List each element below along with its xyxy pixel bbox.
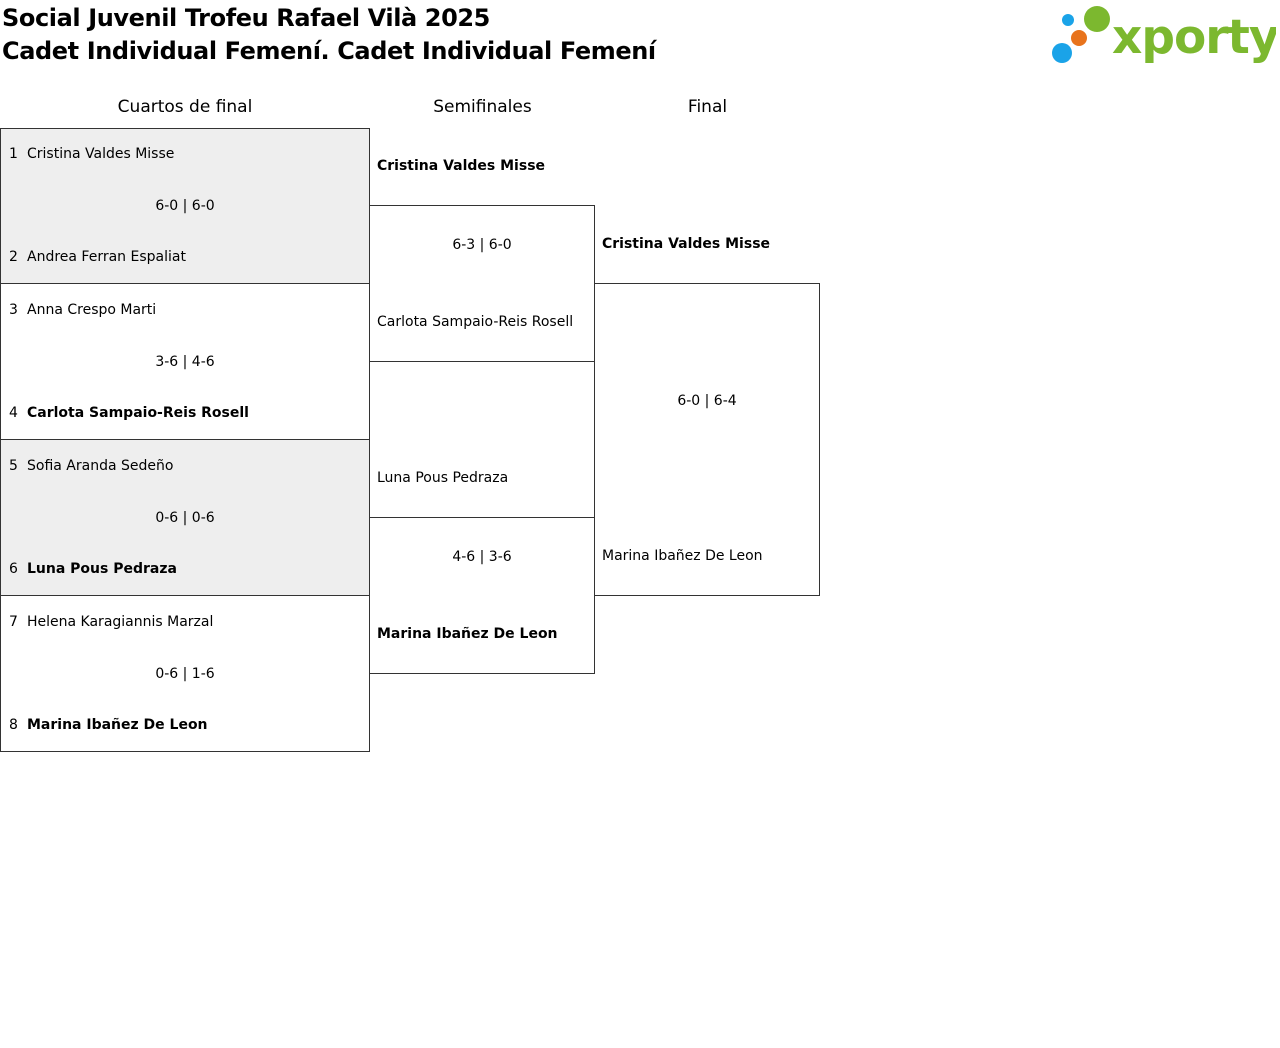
round-header-semifinals: Semifinales (433, 97, 532, 117)
qf2-score: 3-6 | 4-6 (155, 354, 215, 370)
logo-dot-green (1084, 6, 1110, 32)
seed-number: 4 (9, 405, 18, 421)
player-name: Luna Pous Pedraza (27, 561, 177, 577)
final-player2: Marina Ibañez De Leon (602, 548, 763, 564)
player-name: Anna Crespo Marti (27, 302, 157, 318)
logo-text: xporty (1112, 10, 1276, 65)
category-title: Cadet Individual Femení. Cadet Individua… (2, 37, 656, 65)
qf4-score: 0-6 | 1-6 (155, 666, 215, 682)
logo-dot-blue-small (1062, 14, 1074, 26)
seed-number: 2 (9, 249, 18, 265)
final-match[interactable]: 6-0 | 6-4 Marina Ibañez De Leon (594, 283, 820, 596)
qf4-player2: 8 Marina Ibañez De Leon (9, 715, 208, 735)
seed-number: 7 (9, 614, 18, 630)
semifinal-match-1[interactable]: 6-3 | 6-0 Carlota Sampaio-Reis Rosell (369, 205, 595, 362)
quarterfinal-match-3[interactable]: 5 Sofia Aranda Sedeño 0-6 | 0-6 6 Luna Pou… (0, 439, 370, 596)
player-name: Andrea Ferran Espaliat (27, 249, 186, 265)
qf2-player1: 3 Anna Crespo Marti (9, 300, 156, 320)
tournament-title: Social Juvenil Trofeu Rafael Vilà 2025 (2, 4, 490, 32)
qf1-player1: 1 Cristina Valdes Misse (9, 144, 174, 164)
seed-number: 1 (9, 146, 18, 162)
player-name: Marina Ibañez De Leon (27, 717, 208, 733)
seed-number: 6 (9, 561, 18, 577)
logo-dot-orange (1071, 30, 1087, 46)
sf2-player2: Marina Ibañez De Leon (377, 626, 558, 642)
final-score: 6-0 | 6-4 (677, 393, 737, 409)
xporty-logo[interactable]: xporty (1050, 4, 1276, 66)
sf2-player1: Luna Pous Pedraza (377, 470, 509, 486)
sf1-player2: Carlota Sampaio-Reis Rosell (377, 314, 574, 330)
quarterfinal-match-2[interactable]: 3 Anna Crespo Marti 3-6 | 4-6 4 Carlota Sa… (0, 283, 370, 440)
qf3-score: 0-6 | 0-6 (155, 510, 215, 526)
seed-number: 3 (9, 302, 18, 318)
player-name: Cristina Valdes Misse (27, 146, 175, 162)
qf3-player1: 5 Sofia Aranda Sedeño (9, 456, 173, 476)
qf3-player2: 6 Luna Pous Pedraza (9, 559, 177, 579)
sf2-score: 4-6 | 3-6 (452, 549, 512, 565)
quarterfinal-match-4[interactable]: 7 Helena Karagiannis Marzal 0-6 | 1-6 8 Ma… (0, 595, 370, 752)
player-name: Helena Karagiannis Marzal (27, 614, 214, 630)
qf1-player2: 2 Andrea Ferran Espaliat (9, 247, 186, 267)
sf1-score: 6-3 | 6-0 (452, 237, 512, 253)
seed-number: 8 (9, 717, 18, 733)
semifinal-match-2[interactable]: 4-6 | 3-6 Marina Ibañez De Leon (369, 517, 595, 674)
qf4-player1: 7 Helena Karagiannis Marzal (9, 612, 213, 632)
logo-dot-blue-large (1052, 43, 1072, 63)
sf1-player1: Cristina Valdes Misse (377, 158, 546, 174)
final-player1: Cristina Valdes Misse (602, 236, 771, 252)
quarterfinal-match-1[interactable]: 1 Cristina Valdes Misse 6-0 | 6-0 2 Andrea… (0, 128, 370, 284)
player-name: Carlota Sampaio-Reis Rosell (27, 405, 249, 421)
qf1-score: 6-0 | 6-0 (155, 198, 215, 214)
round-header-final: Final (687, 97, 728, 117)
qf2-player2: 4 Carlota Sampaio-Reis Rosell (9, 403, 249, 423)
round-header-quarterfinals: Cuartos de final (117, 97, 253, 117)
seed-number: 5 (9, 458, 18, 474)
player-name: Sofia Aranda Sedeño (27, 458, 174, 474)
